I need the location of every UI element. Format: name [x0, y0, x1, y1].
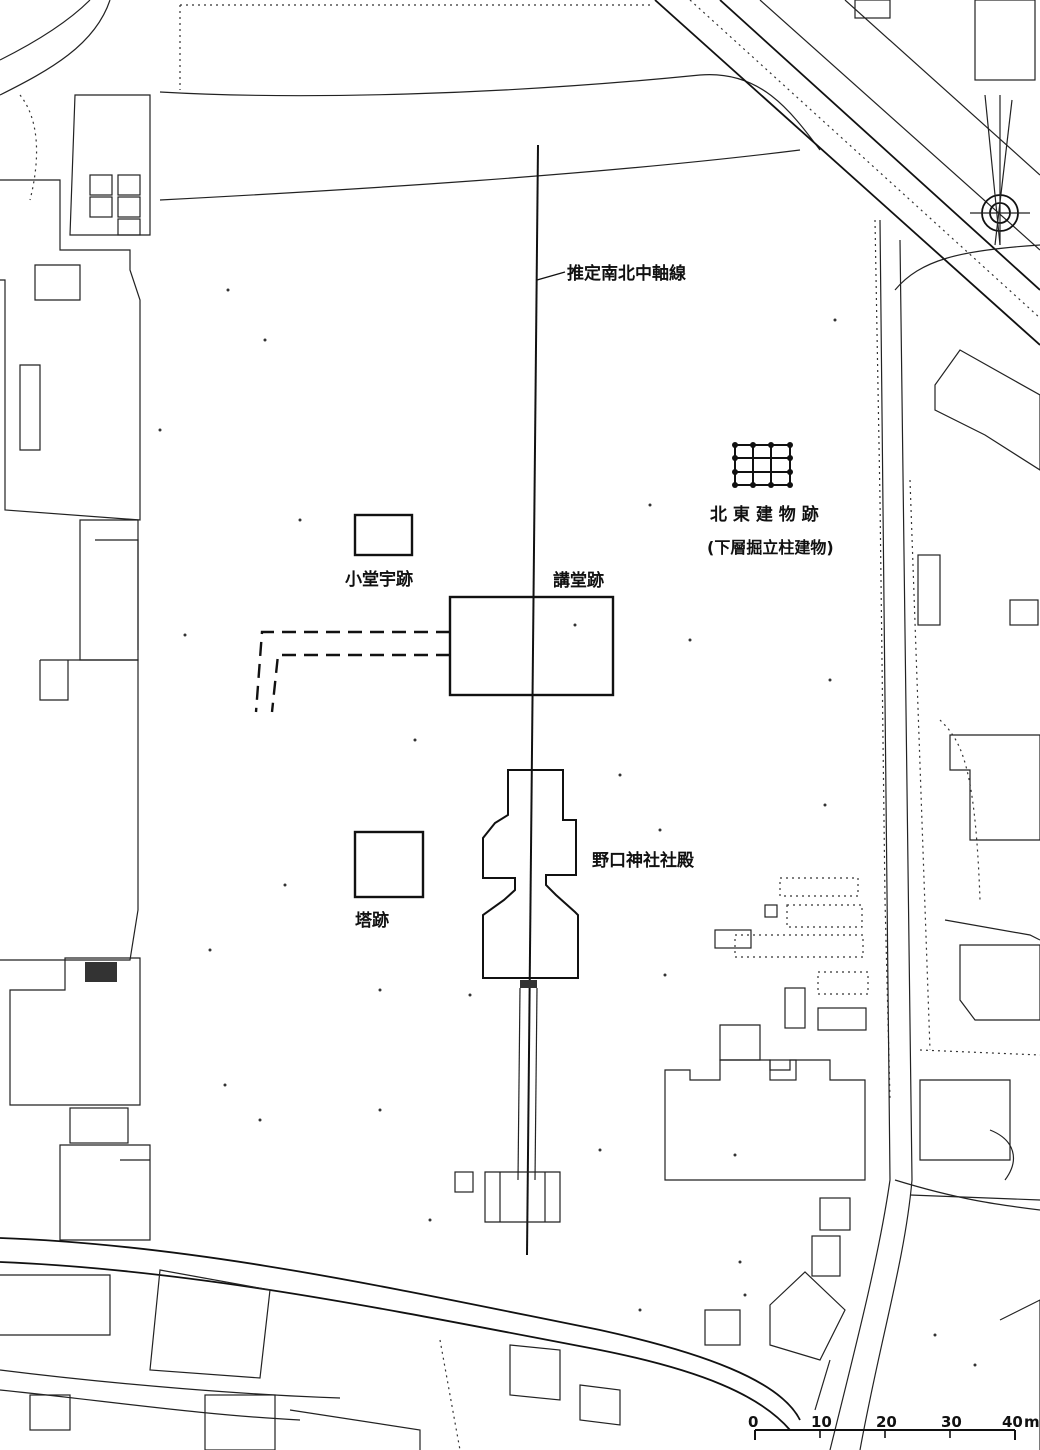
- northeast-building-label: 北 東 建 物 跡: [710, 504, 819, 525]
- approach-path: [484, 980, 561, 1223]
- northeast-building-grid: [732, 442, 793, 488]
- axis-label: 推定南北中軸線: [567, 263, 686, 284]
- scale-tick-40: 40: [1002, 1413, 1023, 1431]
- scale-bar: 0 10 20 30 40 m: [748, 1413, 1040, 1440]
- scale-tick-30: 30: [941, 1413, 962, 1431]
- corridor-dashed-lines: [254, 630, 450, 713]
- north-arrow-icon: [970, 94, 1030, 246]
- pagoda-outline: [353, 830, 425, 899]
- lecture-hall-outline: [448, 595, 615, 697]
- small-hall-outline: [353, 513, 414, 557]
- scale-unit: m: [1024, 1413, 1040, 1431]
- north-south-axis-line: [526, 144, 539, 1256]
- scale-tick-0: 0: [748, 1413, 758, 1431]
- axis-label-leader: [536, 271, 566, 281]
- scale-tick-20: 20: [876, 1413, 897, 1431]
- small-hall-label: 小堂宇跡: [345, 569, 413, 590]
- shrine-label: 野口神社社殿: [592, 850, 695, 871]
- lecture-hall-label: 講堂跡: [553, 570, 604, 591]
- shrine-hall-outline: [482, 769, 579, 979]
- scale-tick-10: 10: [811, 1413, 832, 1431]
- pagoda-label: 塔跡: [355, 910, 389, 931]
- northeast-building-sublabel: (下層掘立柱建物): [707, 538, 834, 557]
